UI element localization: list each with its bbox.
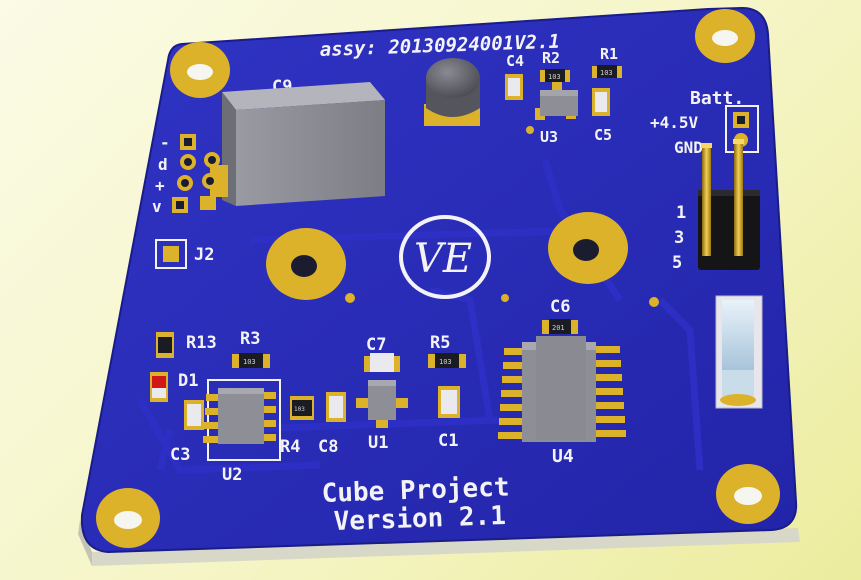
project-version: Version 2.1: [333, 501, 506, 537]
u4-component: [498, 336, 626, 442]
u3-label: U3: [540, 128, 558, 146]
r2-marking: 103: [548, 73, 561, 81]
c5-component: [592, 88, 610, 116]
header-v-label: v: [152, 197, 162, 216]
u1-component: [356, 380, 408, 428]
c3-component: [184, 400, 204, 430]
r4-component: 103: [290, 396, 314, 420]
u2-label: U2: [222, 465, 242, 485]
light-pipe-led: [715, 295, 763, 409]
d1-label: D1: [178, 371, 198, 391]
header-j1-pads: [172, 134, 220, 213]
gnd-label: GND: [674, 138, 703, 157]
c7-component: [364, 353, 400, 372]
r5-marking: 103: [439, 358, 452, 366]
r5-label: R5: [430, 333, 450, 353]
pin3-label: 3: [674, 228, 684, 248]
header-plus-label: +: [155, 176, 165, 195]
board-edge: [92, 528, 800, 566]
plus45v-label: +4.5V: [650, 113, 699, 132]
mounting-hole-inner-left: [266, 228, 346, 300]
r13-component: [156, 332, 174, 358]
c6-marking: 201: [552, 324, 565, 332]
board-edge-bottom: [78, 520, 92, 566]
c6-label: C6: [550, 297, 570, 317]
u4-label: U4: [552, 446, 574, 467]
c3-label: C3: [170, 445, 190, 465]
r13-label: R13: [186, 333, 217, 353]
c6-component: 201: [542, 319, 578, 334]
c7-label: C7: [366, 335, 386, 355]
header-minus-label: -: [160, 133, 170, 152]
header-d-label: d: [158, 155, 168, 174]
pin-header-2x3: [698, 139, 760, 270]
u2-component: [203, 379, 281, 461]
mounting-hole-bottom-right: [716, 464, 780, 524]
c1-component: [438, 386, 460, 418]
r4-marking: 103: [294, 406, 305, 413]
vias: [345, 126, 659, 307]
u1-label: U1: [368, 433, 388, 453]
ve-logo: VE: [399, 215, 491, 299]
c4-label: C4: [506, 52, 524, 70]
r1-component: 103: [592, 65, 622, 78]
r4-label: R4: [280, 437, 300, 457]
mounting-hole-bottom-left: [96, 488, 160, 548]
project-title: Cube Project: [321, 472, 510, 509]
r2-component: 103: [540, 69, 570, 82]
ve-logo-text: VE: [414, 236, 472, 282]
r1-label: R1: [600, 45, 618, 63]
j2-label: J2: [194, 245, 214, 265]
d1-component: [150, 372, 168, 402]
c1-label: C1: [438, 431, 458, 451]
u3-component: [535, 82, 578, 120]
cylinder-capacitor: [424, 58, 480, 126]
batt-label: Batt.: [690, 88, 744, 109]
pin1-label: 1: [676, 203, 686, 223]
c9-component: [210, 82, 385, 206]
r1-marking: 103: [600, 69, 613, 77]
r3-component: 103: [232, 353, 270, 368]
r2-label: R2: [542, 49, 560, 67]
c8-label: C8: [318, 437, 338, 457]
pin5-label: 5: [672, 253, 682, 273]
c8-component: [326, 392, 346, 422]
mounting-hole-inner-right: [548, 212, 628, 284]
j2-footprint: [155, 239, 187, 269]
mounting-hole-top-left: [170, 42, 230, 98]
c4-component: [505, 74, 523, 100]
c5-label: C5: [594, 126, 612, 144]
mounting-hole-top-right: [695, 9, 755, 63]
r5-component: 103: [428, 353, 466, 368]
r3-marking: 103: [243, 358, 256, 366]
r3-label: R3: [240, 329, 260, 349]
